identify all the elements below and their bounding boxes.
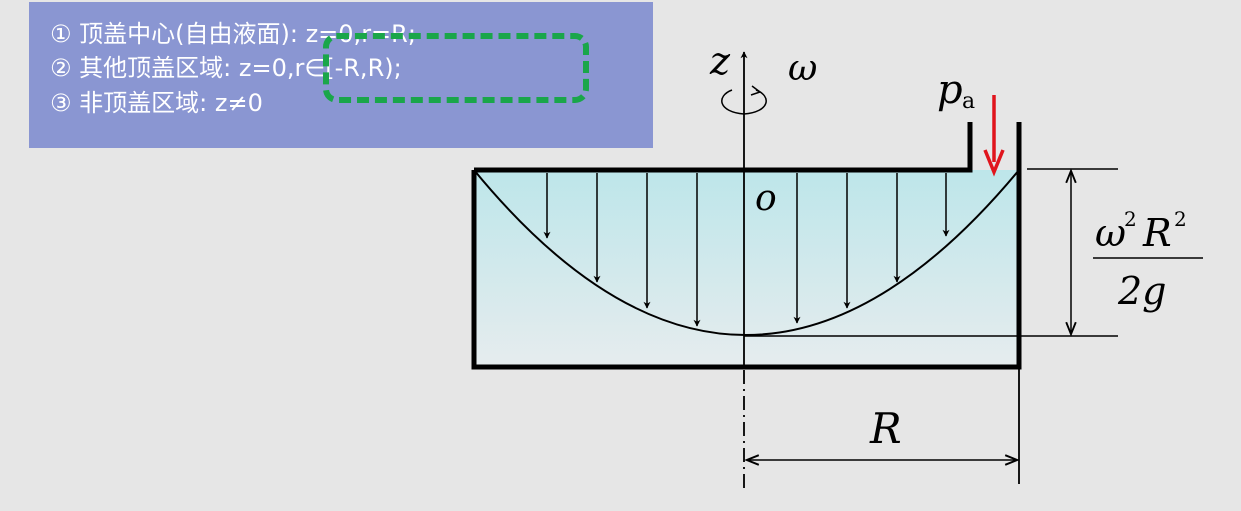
note-line-3: ③ 非顶盖区域: z≠0 (50, 89, 263, 117)
pressure-arrows (543, 173, 950, 327)
formula-omega: ω (1095, 211, 1126, 255)
radius-label: R (869, 404, 902, 453)
formula-denominator: 2g (1117, 269, 1167, 313)
liquid-fill (474, 170, 1019, 367)
height-formula: ω 2 R 2 2g (1093, 207, 1203, 313)
highlight-dashed-box (323, 33, 589, 103)
rotation-arrowhead (750, 85, 762, 96)
rotation-arrow (721, 89, 767, 115)
container-lid (474, 122, 973, 173)
formula-R-exp: 2 (1174, 207, 1187, 231)
omega-label: ω (788, 48, 817, 89)
formula-R: R (1142, 211, 1172, 255)
pressure-arrowhead-red (983, 149, 1005, 177)
pressure-symbol: p (937, 67, 963, 113)
pressure-subscript: a (962, 89, 975, 114)
note-line-2: ② 其他顶盖区域: z=0,r∈[-R,R); (50, 54, 402, 82)
formula-omega-exp: 2 (1124, 207, 1137, 231)
origin-label: o (755, 178, 777, 219)
container-wall (471, 122, 1022, 370)
z-axis-label: z (709, 39, 731, 83)
note-box: ① 顶盖中心(自由液面): z=0,r=R; ② 其他顶盖区域: z=0,r∈[… (29, 2, 653, 148)
paraboloid-surface (473, 169, 1020, 336)
